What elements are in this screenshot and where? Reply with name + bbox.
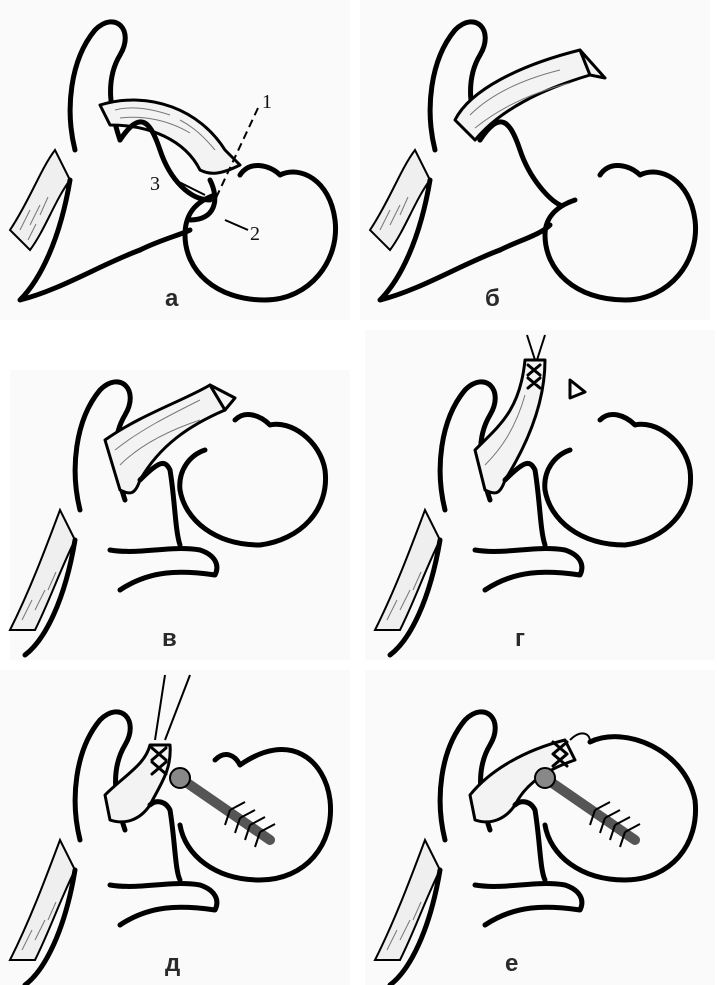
diagram-b	[360, 0, 710, 320]
callout-2: 2	[250, 223, 260, 245]
diagram-v	[0, 330, 350, 660]
panel-label-v: в	[162, 625, 177, 653]
panel-a: 1 2 3 а	[0, 0, 350, 320]
panel-label-b: б	[485, 285, 500, 313]
panel-e: е	[365, 670, 715, 985]
panel-label-g: г	[515, 625, 525, 653]
callout-3: 3	[150, 173, 160, 195]
panel-b: б	[360, 0, 710, 320]
panel-label-e: е	[505, 950, 518, 978]
callout-1: 1	[262, 91, 272, 113]
panel-v: в	[0, 330, 350, 660]
diagram-a: 1 2 3	[0, 0, 350, 320]
diagram-d	[0, 670, 350, 985]
panel-label-d: д	[165, 950, 180, 978]
panel-label-a: а	[165, 285, 178, 313]
diagram-g	[365, 330, 715, 660]
panel-g: г	[365, 330, 715, 660]
diagram-e	[365, 670, 715, 985]
panel-d: д	[0, 670, 350, 985]
